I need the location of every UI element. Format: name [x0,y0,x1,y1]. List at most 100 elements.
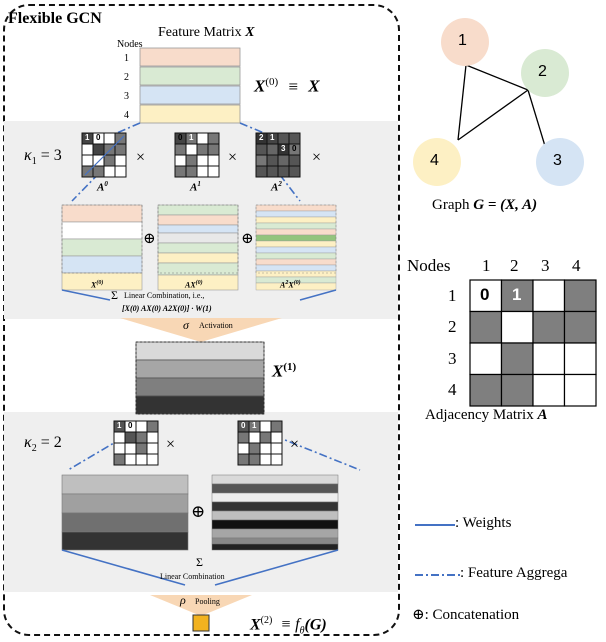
sum-symbol-1: Σ [111,288,118,302]
feature-node-1: 1 [124,53,129,64]
k2-right-num-1: 0 [241,421,246,430]
adjacency-cell-bg-0-2 [532,279,566,313]
adjacency-cell-bg-2-0 [469,342,503,376]
adjacency-caption: Adjacency Matrix A [425,407,548,423]
block-a2x0 [255,204,337,291]
k2-right-num-2: 1 [252,421,257,430]
rho-pooling-symbol: ρ [180,593,186,607]
times-symbol-1: × [136,149,146,166]
k2-left-num-2: 0 [128,421,133,430]
x1-matrix [135,341,265,415]
adjacency-row-3: 3 [448,349,457,368]
adjacency-row-4: 4 [448,380,457,399]
feature-node-2: 2 [124,72,129,83]
adjacency-cell-bg-1-2 [532,310,566,344]
linear-combination-formula: [X(0) AX(0) A2X(0)] · W(1) [122,304,212,313]
adjacency-cell-bg-3-3 [563,373,597,407]
feature-node-4: 4 [124,110,129,121]
pooling-label: Pooling [195,597,220,606]
adjacency-cell-bg-2-2 [532,342,566,376]
mini-matrix-a1 [174,132,220,178]
mini-matrix-k2-right [237,420,283,466]
sigma-activation-symbol: σ [183,318,189,332]
graph-edges [457,64,546,147]
a-power-0: A0 [97,180,108,194]
times-symbol-3: × [312,149,322,166]
adjacency-cell-bg-1-3 [563,310,597,344]
nodes-axis-label: Nodes [117,39,143,50]
graph-node-3: 3 [553,152,562,169]
adjacency-cell-bg-2-3 [563,342,597,376]
graph-node-2: 2 [538,63,547,80]
feature-matrix-label: Feature Matrix [158,25,246,40]
oplus-2: ⊕ [241,231,254,247]
mini-matrix-k2-left [113,420,159,466]
adjacency-header: Nodes [407,256,451,275]
graph-node-4-circle [413,138,461,186]
a2-num-3: 3 [281,144,286,153]
weight-lines-top [61,289,337,301]
adjacency-cell-bg-1-1 [500,310,534,344]
diagram-title: Flexible GCN [8,10,102,27]
activation-arrow [120,318,282,342]
x0-equation: X(0) ≡ X [254,76,320,96]
mini-matrix-a0 [81,132,127,178]
legend-concatenation: ⊕: Concatenation [412,607,520,623]
block-label-a2x0: A2X(0) [280,280,301,290]
oplus-3: ⊕ [191,502,206,521]
feature-row-4 [139,104,241,124]
block-ax0 [157,204,239,291]
k2-left-num-1: 1 [117,421,122,430]
adjacency-cell-bg-3-0 [469,373,503,407]
block-x0 [61,204,143,291]
adjacency-row-2: 2 [448,317,457,336]
adjacency-col-4: 4 [572,256,581,275]
adjacency-cell-0-1: 1 [512,285,522,304]
adjacency-col-3: 3 [541,256,550,275]
pooled-output [192,614,210,632]
block-label-x0: X(0) [91,280,104,290]
feature-matrix-symbol: X [245,25,255,40]
legend-oplus-icon: ⊕ [412,607,425,623]
feature-row-1 [139,47,241,67]
graph-node-3-circle [536,138,584,186]
adjacency-cell-bg-0-3 [563,279,597,313]
graph-node-4: 4 [430,152,439,169]
legend-weights: : Weights [455,515,512,531]
graph-node-1-circle [441,18,489,66]
block-k2-left [61,474,189,551]
adjacency-cell-bg-0-1 [500,279,534,313]
adjacency-row-1: 1 [448,286,457,305]
block-label-ax0: AX(0) [185,280,203,290]
graph-node-2-circle [521,49,569,97]
feature-matrix-title: Feature Matrix X [158,26,254,40]
kappa2-label: κ2 = 2 [24,434,62,455]
times-symbol-5: × [290,436,300,453]
kappa1-label: κ1 = 3 [24,147,62,168]
pooling-arrow [150,595,252,616]
block-k2-right [211,474,339,551]
legend-feature-aggregation: : Feature Aggrega [460,565,568,581]
a2-num-2: 1 [270,133,275,142]
feature-node-3: 3 [124,91,129,102]
x1-label: X(1) [272,361,297,381]
flexible-gcn-frame [3,4,400,636]
feature-row-3 [139,85,241,105]
mini-matrix-a2 [255,132,301,178]
adjacency-cell-bg-3-2 [532,373,566,407]
linear-combination-2-label: Linear Combination [160,572,225,581]
adjacency-col-1: 1 [482,256,491,275]
oplus-1: ⊕ [143,231,156,247]
adjacency-cell-bg-1-0 [469,310,503,344]
adjacency-cell-bg-2-1 [500,342,534,376]
adjacency-col-2: 2 [510,256,519,275]
weight-lines-bottom [61,549,339,586]
a0-num-2: 0 [96,133,101,142]
linear-combination-1-label: Linear Combination, i.e., [124,291,205,300]
graph-caption: Graph G = (X, A) [432,197,538,213]
times-symbol-2: × [228,149,238,166]
adjacency-cell-bg-3-1 [500,373,534,407]
a0-num-1: 1 [85,133,90,142]
adjacency-cell-0-0: 0 [480,285,490,304]
